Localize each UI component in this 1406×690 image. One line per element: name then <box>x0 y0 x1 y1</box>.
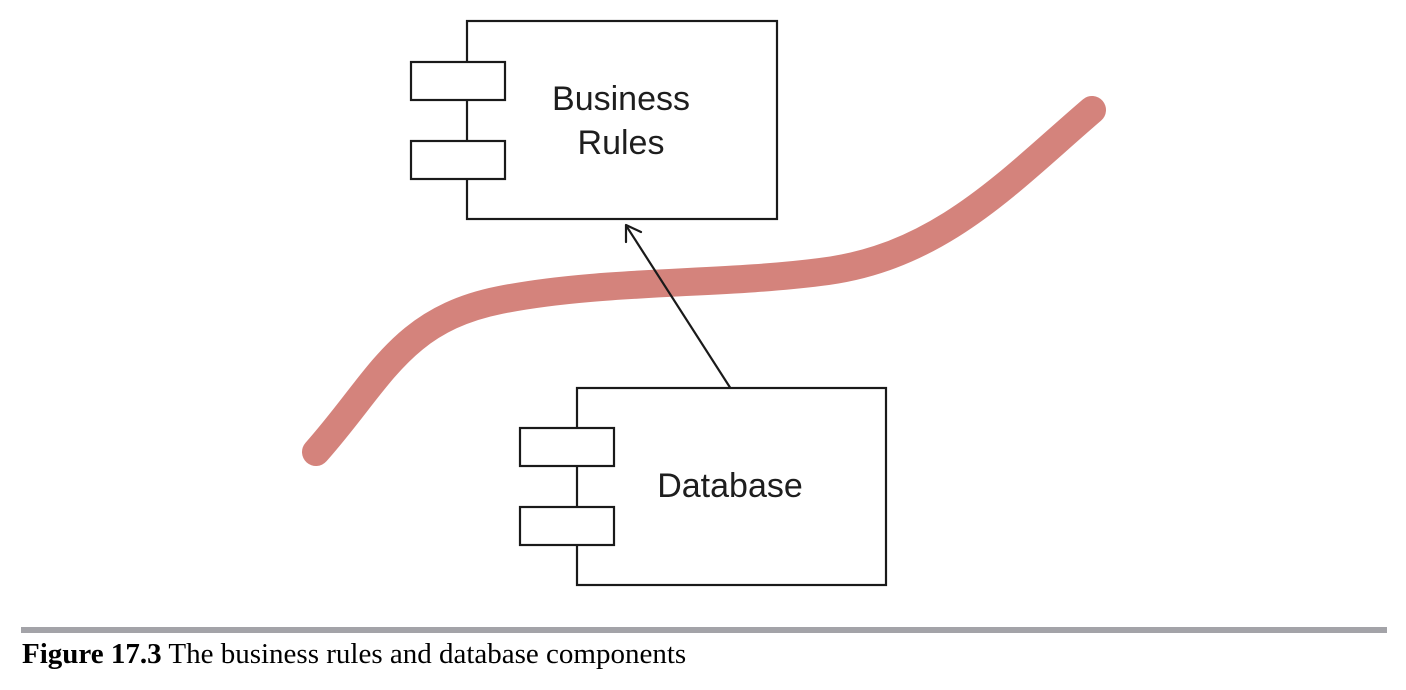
boundary-line <box>302 96 1106 466</box>
arrowhead-icon <box>624 223 643 244</box>
figure-caption: Figure 17.3 The business rules and datab… <box>22 634 686 674</box>
database-component: Database <box>518 386 888 587</box>
dependency-arrow <box>624 223 732 390</box>
business-rules-label-line-1: Business <box>552 80 690 118</box>
component-port-icon <box>409 60 507 102</box>
caption-text: The business rules and database componen… <box>168 638 687 670</box>
figure-number: Figure 17.3 <box>22 638 162 670</box>
business-rules-label-line-2: Rules <box>578 124 665 162</box>
component-port-icon <box>518 505 616 547</box>
component-body <box>465 19 779 221</box>
caption-divider <box>21 627 1387 633</box>
business-rules-component: Business Rules <box>409 19 779 221</box>
component-port-icon <box>518 426 616 468</box>
database-label: Database <box>657 467 803 505</box>
component-port-icon <box>409 139 507 181</box>
component-body <box>575 386 888 587</box>
